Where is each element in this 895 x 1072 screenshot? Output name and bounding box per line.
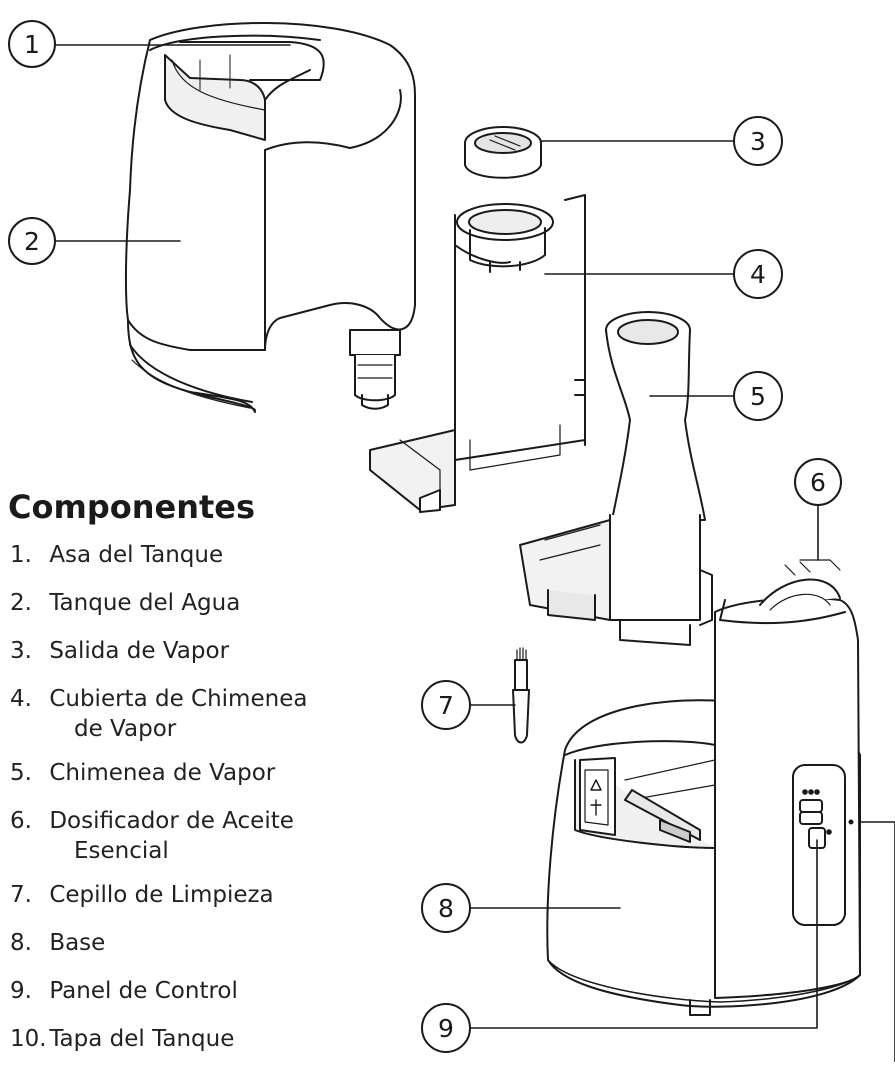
callout-3: 3 — [733, 116, 783, 166]
water-tank-part — [124, 22, 416, 413]
callout-4: 4 — [733, 249, 783, 299]
steam-outlet-part — [464, 126, 542, 179]
leader-lines — [54, 44, 895, 1062]
list-item: 3. Salida de Vapor — [10, 638, 230, 664]
list-item: 10. Tapa del Tanque — [10, 1026, 235, 1052]
steam-chimney-part — [519, 311, 713, 646]
components-list: 1. Asa del Tanque 2. Tanque del Agua 3. … — [10, 540, 307, 1072]
base-part — [546, 559, 861, 1016]
svg-text:4: 4 — [750, 260, 766, 289]
list-item: 8. Base — [10, 930, 106, 956]
callout-5: 5 — [733, 371, 783, 421]
svg-text:8: 8 — [438, 894, 454, 923]
components-title: Componentes — [8, 488, 256, 526]
leader-line-9 — [469, 839, 818, 1029]
svg-text:7: 7 — [438, 691, 454, 720]
callout-1: 1 — [8, 20, 56, 68]
list-item: 7. Cepillo de Limpieza — [10, 882, 274, 908]
callout-markers: 1 2 3 4 5 6 7 8 — [8, 20, 842, 1053]
callout-7: 7 — [421, 680, 471, 730]
svg-text:6: 6 — [810, 468, 826, 497]
callout-2: 2 — [8, 217, 56, 265]
callout-8: 8 — [421, 883, 471, 933]
leader-line-10 — [859, 821, 895, 1062]
list-item: 2. Tanque del Agua — [10, 590, 241, 616]
svg-text:5: 5 — [750, 382, 766, 411]
list-item: 5. Chimenea de Vapor — [10, 760, 276, 786]
chimney-cover-part — [369, 194, 586, 513]
list-item: 1. Asa del Tanque — [10, 542, 224, 568]
callout-6: 6 — [794, 458, 842, 506]
svg-text:1: 1 — [24, 30, 40, 59]
svg-text:9: 9 — [438, 1014, 454, 1043]
list-item: 9. Panel de Control — [10, 978, 238, 1004]
svg-text:2: 2 — [24, 227, 40, 256]
callout-9: 9 — [421, 1003, 471, 1053]
cleaning-brush-part — [512, 647, 530, 744]
svg-text:3: 3 — [750, 127, 766, 156]
